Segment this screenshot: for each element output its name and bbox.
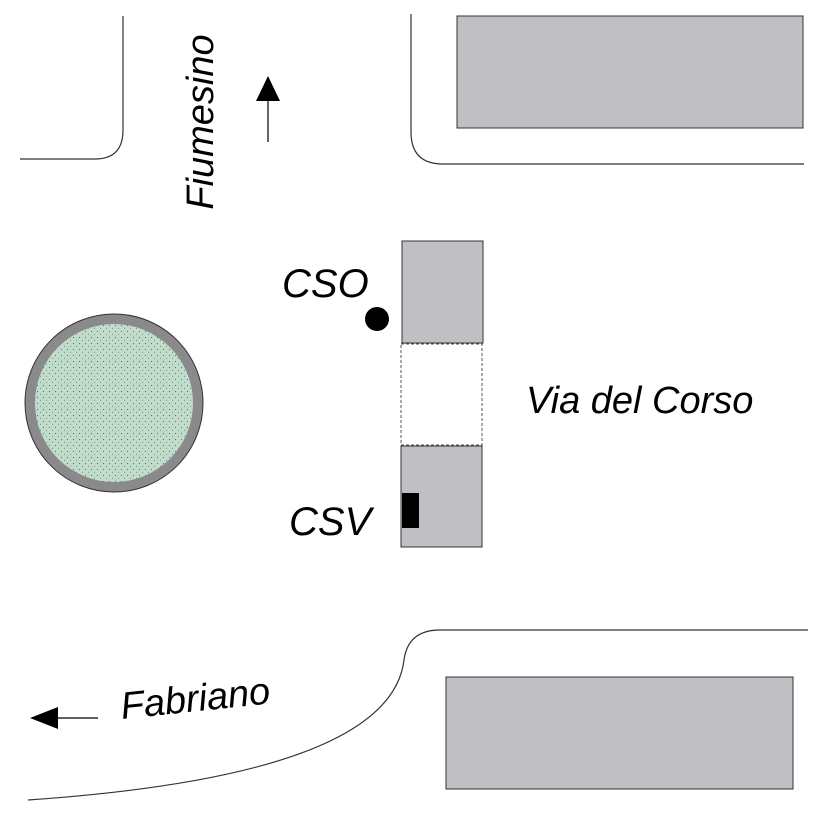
building-southeast [445,676,794,790]
roundabout-green-area [35,324,193,482]
arrow-up-icon [256,76,280,142]
marker-label-cso: CSO [282,262,369,306]
street-label-fiumesino: Fiumesino [180,34,222,209]
filled-rectangle-icon [402,493,419,528]
street-label-fabriano: Fabriano [119,671,273,728]
open-area-dashed [400,343,483,446]
road-edge-northeast [410,14,804,165]
filled-circle-icon [365,307,389,331]
building-northeast [456,15,804,129]
arrow-left-icon [30,707,98,729]
street-label-via-del-corso: Via del Corso [526,380,753,422]
road-edge-northwest [20,16,124,160]
building-central-north [401,240,484,344]
marker-label-csv: CSV [289,500,375,544]
road-edge-southeast [27,629,808,801]
